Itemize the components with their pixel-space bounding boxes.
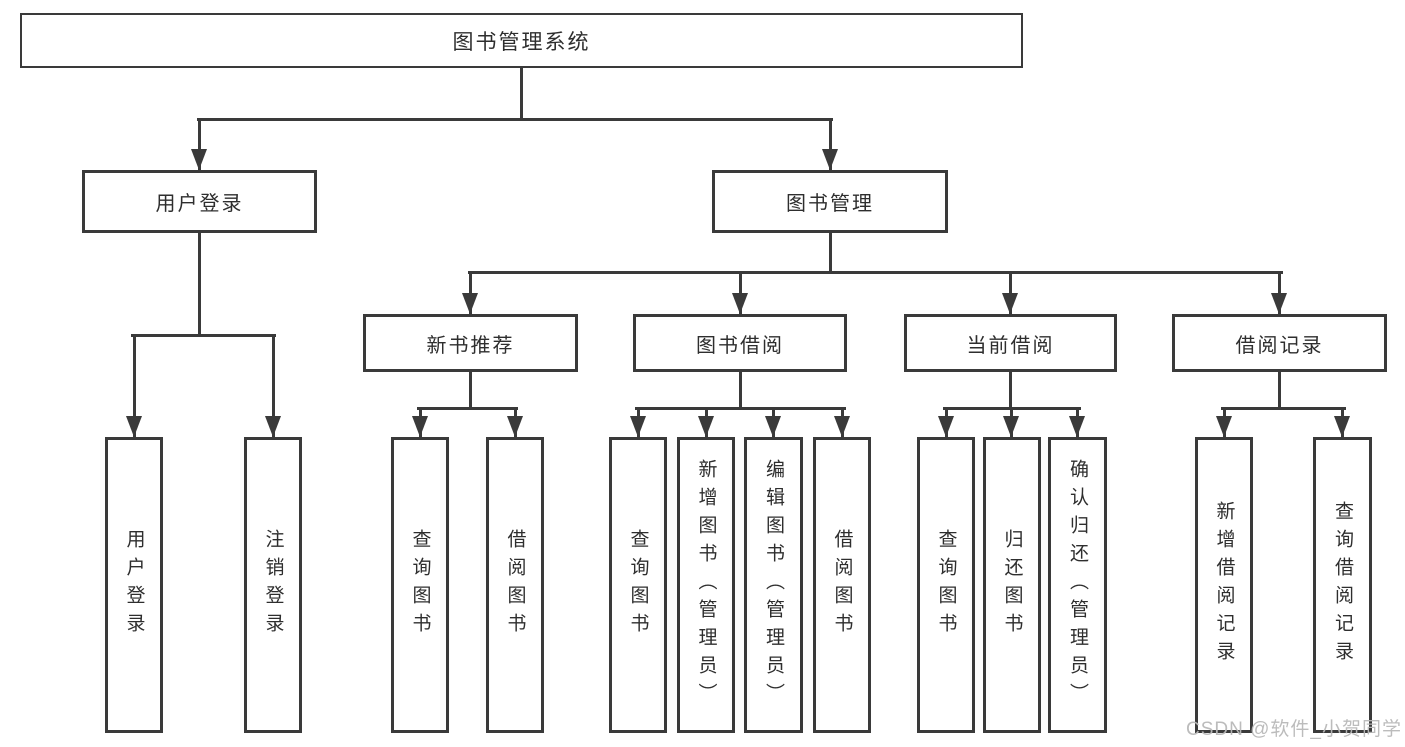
leaf-borrow-books-1-label: 借阅图书 — [504, 529, 526, 641]
leaf-borrow-books-2: 借阅图书 — [813, 437, 871, 733]
leaf-query-borrow-record: 查询借阅记录 — [1313, 437, 1372, 733]
connector-line — [469, 372, 472, 410]
node-borrow-records-label: 借阅记录 — [1235, 334, 1324, 357]
node-new-book-recommend: 新书推荐 — [363, 314, 578, 372]
leaf-query-books-2: 查询图书 — [609, 437, 667, 733]
node-book-borrow: 图书借阅 — [633, 314, 847, 372]
leaf-confirm-return-admin: 确认归还（管理员） — [1048, 437, 1107, 733]
arrowhead-icon — [462, 293, 478, 314]
connector-line — [828, 233, 832, 274]
arrowhead-icon — [191, 149, 207, 170]
leaf-edit-book-admin-label: 编辑图书（管理员） — [763, 459, 784, 711]
arrowhead-icon — [1215, 416, 1232, 437]
connector-line — [828, 119, 832, 170]
arrowhead-icon — [834, 416, 850, 437]
arrowhead-icon — [1003, 416, 1019, 437]
node-new-book-recommend-label: 新书推荐 — [426, 334, 515, 357]
leaf-user-login: 用户登录 — [105, 437, 163, 733]
node-book-management: 图书管理 — [712, 170, 948, 233]
leaf-borrow-books-1: 借阅图书 — [486, 437, 544, 733]
node-current-borrow: 当前借阅 — [904, 314, 1117, 372]
connector-line — [1221, 406, 1346, 410]
leaf-add-borrow-record-label: 新增借阅记录 — [1213, 501, 1235, 669]
connector-line — [198, 119, 201, 170]
leaf-query-books-3: 查询图书 — [917, 437, 975, 733]
arrowhead-icon — [629, 416, 646, 437]
connector-line — [520, 68, 523, 121]
leaf-edit-book-admin: 编辑图书（管理员） — [744, 437, 803, 733]
connector-line — [635, 406, 846, 410]
arrowhead-icon — [937, 416, 954, 437]
leaf-add-book-admin: 新增图书（管理员） — [677, 437, 735, 733]
leaf-return-book: 归还图书 — [983, 437, 1041, 733]
connector-line — [132, 335, 136, 437]
connector-line — [271, 335, 275, 437]
arrowhead-icon — [1069, 416, 1085, 437]
connector-line — [738, 372, 742, 410]
arrowhead-icon — [765, 416, 781, 437]
arrowhead-icon — [731, 293, 748, 314]
leaf-query-books-2-label: 查询图书 — [627, 529, 649, 641]
node-book-management-label: 图书管理 — [786, 193, 874, 215]
connector-line — [131, 333, 276, 337]
connector-line — [196, 117, 833, 121]
connector-line — [417, 406, 518, 410]
connector-line — [198, 233, 201, 337]
node-user-login: 用户登录 — [82, 170, 317, 233]
node-user-login-label: 用户登录 — [155, 193, 244, 215]
connector-line — [1009, 372, 1012, 410]
leaf-borrow-books-2-label: 借阅图书 — [831, 529, 853, 641]
connector-line — [1278, 372, 1281, 410]
node-current-borrow-label: 当前借阅 — [966, 334, 1055, 357]
node-borrow-records: 借阅记录 — [1172, 314, 1387, 372]
leaf-logout-label: 注销登录 — [262, 529, 284, 641]
leaf-logout: 注销登录 — [244, 437, 302, 733]
arrowhead-icon — [506, 416, 523, 437]
node-root-label: 图书管理系统 — [452, 30, 591, 54]
leaf-add-book-admin-label: 新增图书（管理员） — [695, 459, 717, 711]
leaf-add-borrow-record: 新增借阅记录 — [1195, 437, 1253, 733]
arrowhead-icon — [1334, 416, 1350, 437]
arrowhead-icon — [1271, 293, 1287, 314]
leaf-return-book-label: 归还图书 — [1001, 529, 1023, 641]
arrowhead-icon — [264, 416, 281, 437]
arrowhead-icon — [1002, 293, 1018, 314]
node-book-borrow-label: 图书借阅 — [696, 334, 784, 357]
connector-line — [467, 270, 1283, 274]
arrowhead-icon — [821, 149, 838, 170]
arrowhead-icon — [125, 416, 142, 437]
node-root: 图书管理系统 — [20, 13, 1023, 68]
arrowhead-icon — [697, 416, 714, 437]
csdn-watermark: CSDN @软件_小贺同学 — [1186, 719, 1402, 740]
leaf-confirm-return-admin-label: 确认归还（管理员） — [1067, 459, 1088, 711]
leaf-query-borrow-record-label: 查询借阅记录 — [1332, 501, 1353, 669]
leaf-user-login-label: 用户登录 — [123, 529, 145, 641]
leaf-query-books-3-label: 查询图书 — [935, 529, 957, 641]
leaf-query-books-1: 查询图书 — [391, 437, 449, 733]
leaf-query-books-1-label: 查询图书 — [409, 529, 431, 641]
arrowhead-icon — [411, 416, 428, 437]
